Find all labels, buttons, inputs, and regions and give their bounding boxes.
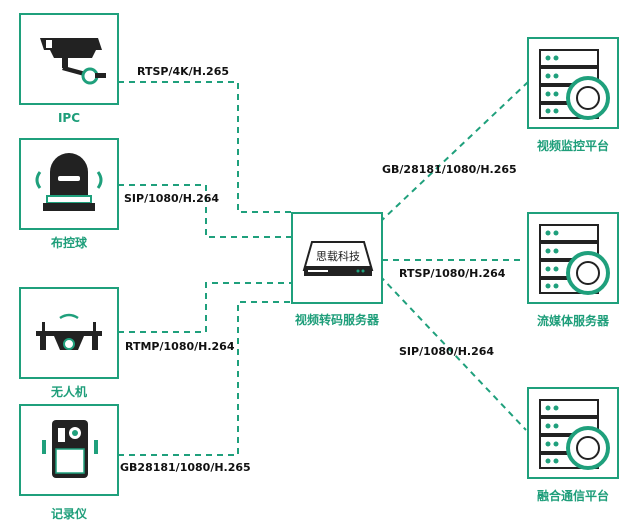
edge-monitor [379, 81, 529, 223]
edge-fusion [379, 275, 527, 431]
node-label-fusion: 融合通信平台 [537, 488, 609, 503]
node-recorder: 记录仪 [19, 404, 119, 521]
node-monitor: 视频监控平台 [527, 37, 619, 153]
edge-ptz [118, 184, 292, 238]
node-label-ipc: IPC [58, 111, 80, 125]
dome-camera-icon [35, 153, 103, 211]
node-ipc: IPC [19, 13, 119, 125]
node-label-recorder: 记录仪 [51, 507, 88, 521]
edge-label-monitor: GB/28181/1080/H.265 [382, 163, 517, 176]
drone-icon [36, 313, 102, 350]
node-center: 思载科技 视频转码服务器 [291, 212, 383, 327]
camera-icon [40, 38, 106, 85]
edge-label-ptz: SIP/1080/H.264 [124, 192, 219, 205]
edge-label-drone: RTMP/1080/H.264 [125, 340, 235, 353]
edge-label-recorder: GB28181/1080/H.265 [120, 461, 251, 474]
edge-label-media: RTSP/1080/H.264 [399, 267, 506, 280]
body-camera-icon [42, 420, 98, 478]
edge-drone [118, 282, 292, 333]
edge-label-fusion: SIP/1080/H.264 [399, 345, 494, 358]
server-rack-icon [539, 399, 610, 470]
node-label-monitor: 视频监控平台 [537, 138, 609, 153]
edge-label-ipc: RTSP/4K/H.265 [137, 65, 229, 78]
node-media: 流媒体服务器 [527, 212, 619, 328]
server-brand-text: 思载科技 [316, 249, 360, 263]
node-drone: 无人机 [19, 287, 119, 399]
node-label-ptz: 布控球 [51, 235, 88, 250]
edge-recorder [118, 301, 292, 456]
server-rack-icon [539, 49, 610, 120]
server-device-icon: 思载科技 [302, 241, 374, 276]
node-ptz: 布控球 [19, 138, 119, 250]
edge-ipc [118, 81, 292, 213]
server-rack-icon [539, 224, 610, 295]
node-label-media: 流媒体服务器 [537, 313, 610, 328]
node-label-drone: 无人机 [50, 384, 87, 399]
node-label-center: 视频转码服务器 [295, 312, 380, 327]
node-fusion: 融合通信平台 [527, 387, 619, 503]
